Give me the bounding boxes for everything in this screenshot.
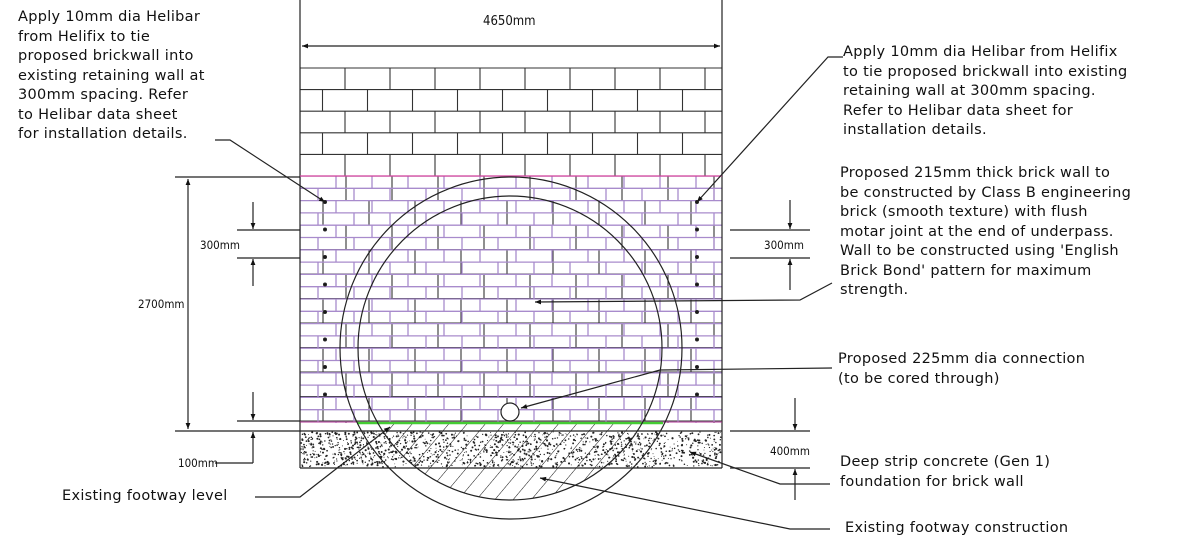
note-line: proposed brickwall into [18, 48, 194, 64]
dim-spacing-left: 300mm [200, 238, 240, 252]
note-footway-construction: Existing footway construction [845, 520, 1069, 536]
dim-height: 2700mm [138, 297, 185, 311]
note-line: from Helifix to tie [18, 28, 151, 45]
dim-width: 4650mm [483, 14, 536, 29]
helibar-tie [694, 282, 699, 287]
note-line: Brick Bond' pattern for maximum [840, 262, 1092, 279]
helibar-tie [694, 200, 699, 205]
note-line: be constructed by Class B engineering [840, 184, 1132, 201]
helibar-tie [694, 365, 699, 370]
note-footway-level: Existing footway level [62, 488, 228, 504]
note-line: Proposed 225mm dia connection [838, 351, 1086, 367]
existing-retaining-wall-bricks [300, 67, 722, 176]
helibar-tie [694, 255, 699, 260]
note-line: Apply 10mm dia Helibar from Helifix [843, 44, 1118, 60]
dim-spacing-right: 300mm [764, 238, 804, 252]
helibar-tie [694, 227, 699, 232]
note-line: to Helibar data sheet [18, 106, 178, 123]
helibar-tie [694, 310, 699, 315]
dim-kerb: 100mm [178, 456, 218, 470]
note-line: brick (smooth texture) with flush [840, 204, 1088, 220]
helibar-tie [323, 227, 328, 232]
inner-tunnel-circle [357, 195, 663, 501]
note-line: Deep strip concrete (Gen 1) [840, 454, 1051, 470]
note-helibar-left: Apply 10mm dia Helibar from Helifix to ti… [18, 8, 205, 145]
helibar-tie [323, 200, 328, 205]
note-line: Refer to Helibar data sheet for [843, 102, 1074, 119]
note-line: for installation details. [18, 126, 188, 142]
helibar-tie [323, 310, 328, 315]
note-line: existing retaining wall at [18, 67, 205, 84]
note-line: Proposed 215mm thick brick wall to [840, 165, 1111, 181]
note-brick-wall: Proposed 215mm thick brick wall to be con… [840, 164, 1131, 301]
drawing-lines [175, 0, 843, 530]
helibar-tie [323, 337, 328, 342]
note-line: 300mm spacing. Refer [18, 87, 189, 103]
connection-pipe [500, 402, 520, 422]
note-line: (to be cored through) [838, 370, 1000, 387]
helibar-tie [323, 365, 328, 370]
note-line: strength. [840, 282, 909, 298]
outer-tunnel-circle [339, 176, 683, 520]
note-helibar-right: Apply 10mm dia Helibar from Helifix to ti… [843, 43, 1128, 141]
helibar-tie [694, 392, 699, 397]
proposed-brick-wall [300, 176, 722, 423]
note-foundation: Deep strip concrete (Gen 1) foundation fo… [840, 453, 1050, 492]
helibar-tie [323, 392, 328, 397]
note-line: Apply 10mm dia Helibar [18, 9, 201, 25]
helibar-tie [323, 282, 328, 287]
note-connection: Proposed 225mm dia connection (to be core… [838, 350, 1085, 389]
note-line: motar joint at the end of underpass. [840, 223, 1114, 240]
note-line: retaining wall at 300mm spacing. [843, 83, 1096, 99]
note-line: foundation for brick wall [840, 473, 1024, 490]
helibar-tie [694, 337, 699, 342]
helibar-tie [323, 255, 328, 260]
note-line: installation details. [843, 122, 987, 138]
note-line: to tie proposed brickwall into existing [843, 63, 1128, 80]
note-line: Wall to be constructed using 'English [840, 243, 1119, 259]
dim-foundation-depth: 400mm [770, 444, 810, 458]
